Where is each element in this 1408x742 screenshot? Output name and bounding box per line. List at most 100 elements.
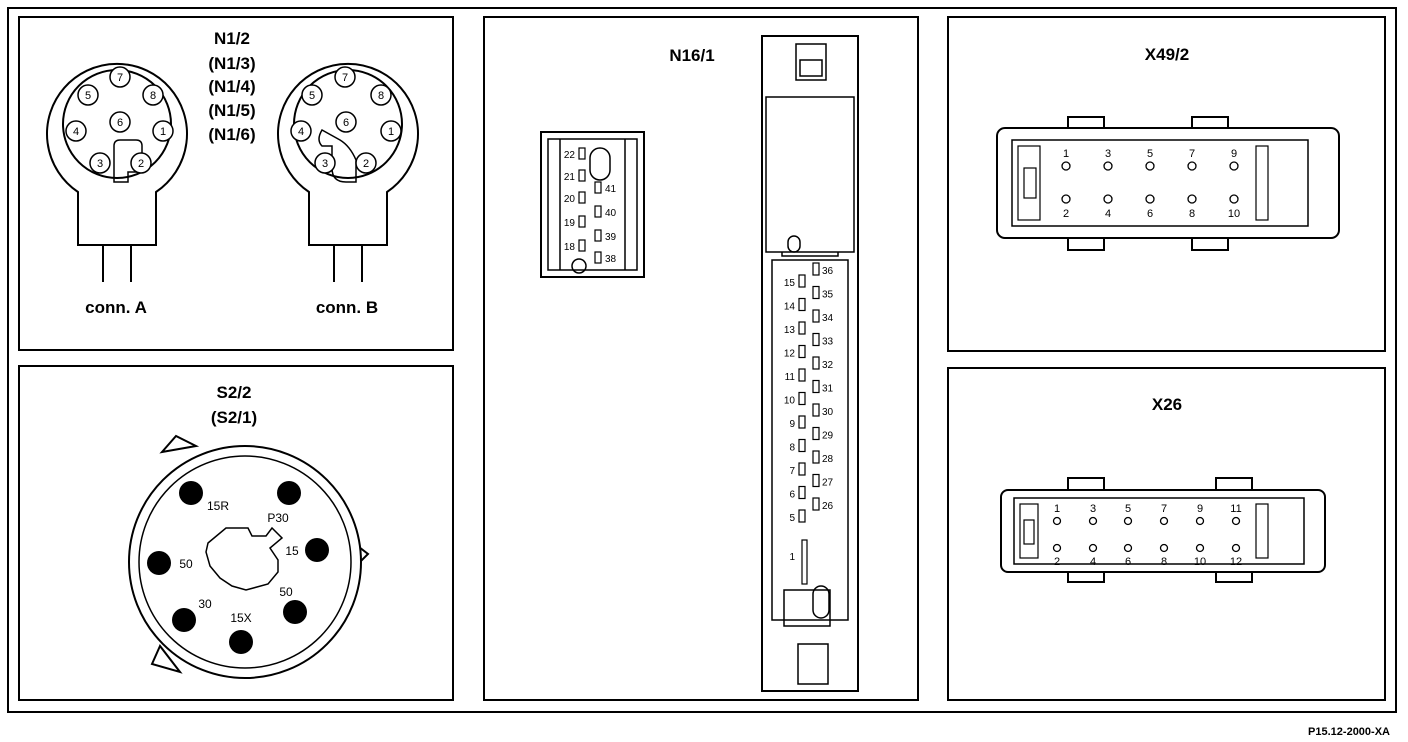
x49-pin-label-1: 1 (1063, 148, 1069, 160)
x49-pin-label-7: 7 (1189, 148, 1195, 160)
n1-alt-1: (N1/3) (208, 54, 255, 73)
n16-main-pin-label-15: 15 (784, 278, 796, 289)
x49-pin-label-8: 8 (1189, 208, 1195, 220)
s2-title: S2/2 (217, 383, 252, 402)
svg-text:5: 5 (85, 90, 91, 102)
svg-text:2: 2 (363, 158, 369, 170)
n16-main-pin-label-1: 1 (789, 552, 795, 563)
n16-main-pin-label-13: 13 (784, 325, 796, 336)
n16-main-pin-label-34: 34 (822, 313, 834, 324)
terminal-15r (179, 481, 203, 505)
n16-main-pin-8 (798, 438, 806, 453)
n16-main-pin-6 (798, 485, 806, 500)
n16-main-pin-label-30: 30 (822, 407, 834, 418)
n1-alt-4: (N1/6) (208, 125, 255, 144)
conn-b-pin-2: 2 (355, 152, 377, 174)
x26-pin-label-10: 10 (1194, 556, 1206, 568)
x26-pin-9 (1195, 516, 1205, 526)
label-15: 15 (285, 544, 299, 558)
x26-pin-label-7: 7 (1161, 503, 1167, 515)
panel-n16 (483, 16, 919, 701)
terminal-50-right (283, 600, 307, 624)
conn-b-pin-7: 7 (334, 66, 356, 88)
n16-main-pin-label-8: 8 (789, 443, 795, 454)
n16-main-pin-label-32: 32 (822, 360, 834, 371)
svg-text:6: 6 (117, 117, 123, 129)
x49-pin-label-6: 6 (1147, 208, 1153, 220)
n16-main-pin-label-5: 5 (789, 513, 795, 524)
n16-main-pin-5 (798, 509, 806, 523)
panel-x49 (947, 16, 1386, 352)
n16-small-pin-19 (578, 215, 586, 228)
n16-main-pin-label-26: 26 (822, 501, 834, 512)
n16-main-pin-10 (798, 391, 806, 406)
conn-a-pin-7: 7 (109, 66, 131, 88)
n16-main-pin-1 (801, 539, 808, 585)
x49-pin-7 (1187, 161, 1197, 171)
x49-pin-label-5: 5 (1147, 148, 1153, 160)
n16-main-pin-35 (812, 285, 820, 300)
panel-x26 (947, 367, 1386, 701)
n16-small-pin-label-22: 22 (564, 150, 576, 161)
n16-small-pin-38 (594, 251, 602, 264)
svg-text:1: 1 (388, 126, 394, 138)
x26-pin-4 (1088, 543, 1098, 553)
x26-title: X26 (1152, 395, 1182, 414)
terminal-15 (305, 538, 329, 562)
x49-pin-9 (1229, 161, 1239, 171)
x49-pin-10 (1229, 194, 1239, 204)
n16-small-pin-label-38: 38 (605, 254, 617, 265)
n16-small-pin-22 (578, 147, 586, 160)
n16-main-pin-27 (812, 473, 820, 488)
n16-main-pin-12 (798, 344, 806, 359)
x49-pin-2 (1061, 194, 1071, 204)
x26-pin-label-1: 1 (1054, 503, 1060, 515)
svg-text:7: 7 (117, 72, 123, 84)
n16-title: N16/1 (669, 46, 714, 65)
x26-pin-label-9: 9 (1197, 503, 1203, 515)
n1-alt-3: (N1/5) (208, 101, 255, 120)
x26-pin-label-6: 6 (1125, 556, 1131, 568)
label-15r: 15R (207, 499, 229, 513)
n16-main-pin-34 (812, 309, 820, 323)
n1-title: N1/2 (214, 29, 250, 48)
n16-small-pin-40 (594, 205, 602, 218)
panel-s2 (18, 365, 454, 701)
figure-reference: P15.12-2000-XA (1308, 726, 1390, 738)
n16-small-pin-41 (594, 181, 602, 194)
switch-terminals (147, 481, 329, 654)
x49-pin-6 (1145, 194, 1155, 204)
n16-main-pin-7 (798, 462, 806, 476)
x26-connector (1000, 477, 1326, 583)
x49-pin-8 (1187, 194, 1197, 204)
x26-pin-label-12: 12 (1230, 556, 1242, 568)
n16-main-pin-label-35: 35 (822, 290, 834, 301)
outer-frame (7, 7, 1397, 713)
n16-small-pin-label-19: 19 (564, 218, 576, 229)
svg-text:5: 5 (309, 90, 315, 102)
x26-pin-1 (1052, 516, 1062, 526)
n16-main-pin-9 (798, 415, 806, 429)
svg-text:6: 6 (343, 117, 349, 129)
n16-main-pin-label-27: 27 (822, 478, 834, 489)
conn-a-label: conn. A (85, 298, 147, 317)
svg-text:7: 7 (342, 72, 348, 84)
n16-main-pin-29 (812, 426, 820, 441)
conn-a-pin-6: 6 (109, 111, 131, 133)
n16-main-pin-15 (798, 274, 806, 288)
n16-small-pin-21 (578, 169, 586, 182)
n16-main-pin-31 (812, 379, 820, 394)
svg-text:4: 4 (73, 126, 79, 138)
n16-main-pin-label-36: 36 (822, 266, 834, 277)
n16-main-pin-label-28: 28 (822, 454, 834, 465)
conn-b-pin-6: 6 (335, 111, 357, 133)
n16-main-pin-11 (798, 368, 806, 382)
n16-main-pin-label-11: 11 (785, 372, 796, 383)
n16-main-pin-26 (812, 497, 820, 511)
panel-n1 (18, 16, 454, 351)
x49-pin-label-3: 3 (1105, 148, 1111, 160)
x26-pin-label-11: 11 (1230, 503, 1241, 515)
